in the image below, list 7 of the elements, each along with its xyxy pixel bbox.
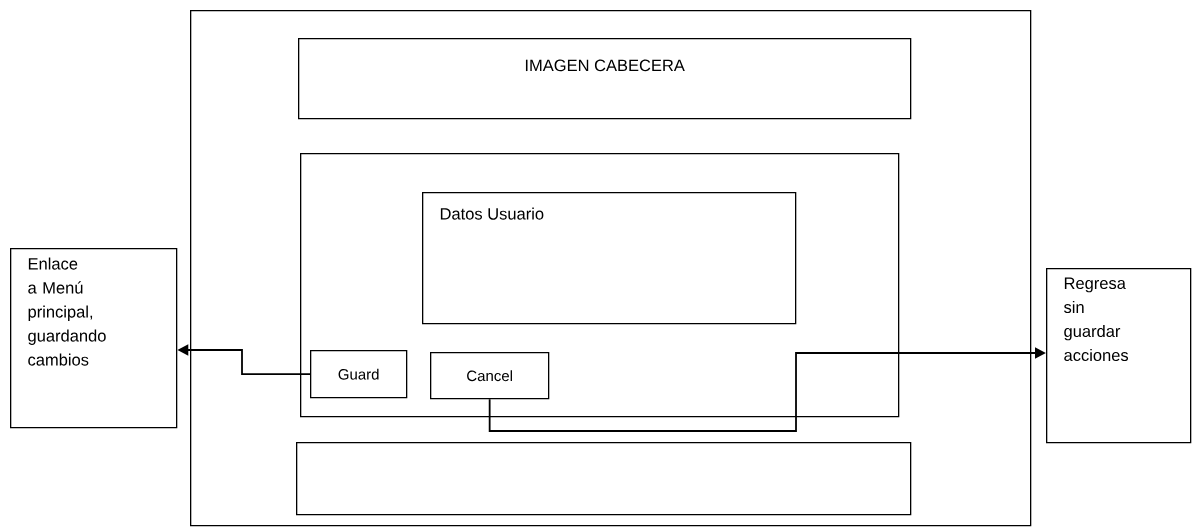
header-box: IMAGEN CABECERA [298,38,912,120]
note-box: Regresa sin guardar acciones [1046,268,1192,444]
data-box: Datos Usuario [422,192,797,325]
note-box: Enlace a Menú principal, guardando cambios [10,248,178,429]
button-box: Cancel [430,352,550,400]
footer-box [296,442,912,516]
button-box: Guard [310,350,408,399]
